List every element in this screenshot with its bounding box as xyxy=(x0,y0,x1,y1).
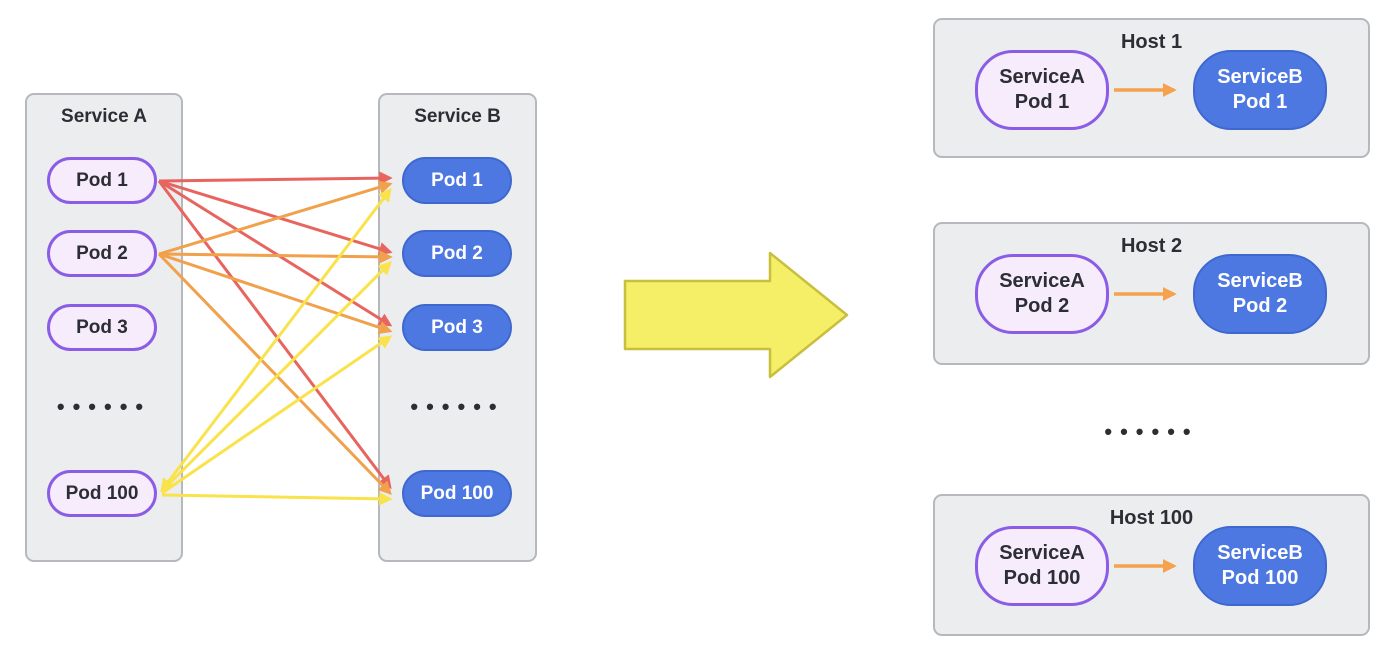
host-2-service-b-line1: ServiceB xyxy=(1217,270,1303,292)
host-1-service-a-line1: ServiceA xyxy=(999,66,1085,88)
service-a-pod-3-label: Pod 3 xyxy=(76,316,128,338)
service-b-pod-100-label: Pod 100 xyxy=(420,482,494,504)
arrow-a100-b2 xyxy=(160,261,392,493)
host-2-service-a-line2: Pod 2 xyxy=(1014,295,1070,317)
host-100-title: Host 100 xyxy=(1109,507,1194,529)
host-2-title: Host 2 xyxy=(1120,235,1183,257)
hosts-ellipsis-dots: •••••• xyxy=(1104,419,1199,444)
host-2-service-a-line1: ServiceA xyxy=(999,270,1085,292)
service-a-pod-3: Pod 3 xyxy=(47,304,157,351)
arrow-a2-b100 xyxy=(157,252,392,495)
service-a-pod-100-label: Pod 100 xyxy=(65,482,139,504)
host-1-title: Host 1 xyxy=(1120,31,1183,53)
service-b-pod-100: Pod 100 xyxy=(402,470,512,517)
host-1-service-a-line2: Pod 1 xyxy=(1014,91,1070,113)
host-100-service-b-line1: ServiceB xyxy=(1217,542,1303,564)
service-a-pod-2: Pod 2 xyxy=(47,230,157,277)
service-b-pod-1-label: Pod 1 xyxy=(431,169,483,191)
host-2-service-b-pod: ServiceB Pod 2 xyxy=(1193,254,1327,334)
host-100-service-a-pod: ServiceA Pod 100 xyxy=(975,526,1109,606)
host-100-service-a-line2: Pod 100 xyxy=(1003,567,1081,589)
service-b-title: Service B xyxy=(414,106,501,127)
host-1-service-b-line2: Pod 1 xyxy=(1232,91,1288,113)
host-1-service-b-pod: ServiceB Pod 1 xyxy=(1193,50,1327,130)
service-a-pod-1-label: Pod 1 xyxy=(76,169,128,191)
service-a-pod-100: Pod 100 xyxy=(47,470,157,517)
service-b-pod-3-label: Pod 3 xyxy=(431,316,483,338)
service-b-pod-2-label: Pod 2 xyxy=(431,242,483,264)
host-100-service-b-pod: ServiceB Pod 100 xyxy=(1193,526,1327,606)
host-100-service-a-line1: ServiceA xyxy=(999,542,1085,564)
service-a-pod-1: Pod 1 xyxy=(47,157,157,204)
service-b-pod-1: Pod 1 xyxy=(402,157,512,204)
arrow-a1-b1 xyxy=(158,171,393,185)
service-a-ellipsis-dots: •••••• xyxy=(56,394,152,419)
service-a-pod-2-label: Pod 2 xyxy=(76,242,128,264)
arrow-a100-b1 xyxy=(160,187,392,493)
host-2-service-b-line2: Pod 2 xyxy=(1232,295,1288,317)
transform-arrow xyxy=(623,251,849,379)
service-b-pod-3: Pod 3 xyxy=(402,304,512,351)
service-a-title: Service A xyxy=(61,106,147,127)
service-b-pod-2: Pod 2 xyxy=(402,230,512,277)
arrow-a100-b3 xyxy=(161,335,393,495)
arrow-a100-b100 xyxy=(161,492,393,506)
host-2-service-a-pod: ServiceA Pod 2 xyxy=(975,254,1109,334)
service-b-ellipsis-dots: •••••• xyxy=(410,394,505,419)
arrow-a2-b1 xyxy=(158,180,393,256)
host-100-service-b-line2: Pod 100 xyxy=(1221,567,1299,589)
arrow-a1-b2 xyxy=(158,179,393,256)
arrow-a1-b100 xyxy=(157,180,392,490)
arrow-a2-b2 xyxy=(158,250,393,264)
arrow-a1-b3 xyxy=(158,179,393,327)
arrow-a2-b3 xyxy=(158,252,393,334)
host-1-service-b-line1: ServiceB xyxy=(1217,66,1303,88)
host-1-service-a-pod: ServiceA Pod 1 xyxy=(975,50,1109,130)
